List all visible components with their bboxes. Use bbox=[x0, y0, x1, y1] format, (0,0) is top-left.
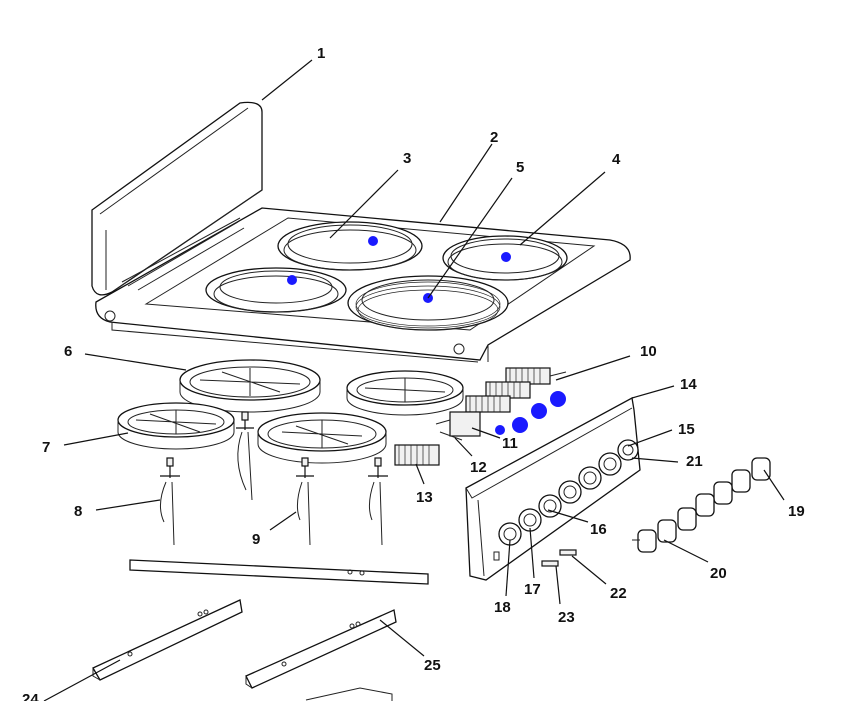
screws bbox=[541, 549, 577, 567]
fixing-springs bbox=[160, 411, 388, 546]
control-panel bbox=[465, 396, 641, 581]
callout-3: 3 bbox=[403, 150, 411, 167]
callout-18: 18 bbox=[494, 599, 511, 616]
bracket-24 bbox=[92, 599, 243, 681]
callout-6: 6 bbox=[64, 343, 72, 360]
callout-17: 17 bbox=[524, 581, 541, 598]
callout-7: 7 bbox=[42, 439, 50, 456]
callout-8: 8 bbox=[74, 503, 82, 520]
callout-15: 15 bbox=[678, 421, 695, 438]
callout-22: 22 bbox=[610, 585, 627, 602]
bracket-25 bbox=[245, 609, 397, 689]
callout-13: 13 bbox=[416, 489, 433, 506]
callout-12: 12 bbox=[470, 459, 487, 476]
callout-21: 21 bbox=[686, 453, 703, 470]
callout-4: 4 bbox=[612, 151, 621, 168]
callout-2: 2 bbox=[490, 129, 498, 146]
callout-11: 11 bbox=[502, 435, 518, 452]
callout-20: 20 bbox=[710, 565, 727, 582]
callout-16: 16 bbox=[590, 521, 607, 538]
control-knobs bbox=[632, 457, 771, 553]
callout-10: 10 bbox=[640, 343, 657, 360]
element-ring-back-right bbox=[346, 370, 464, 416]
callout-9: 9 bbox=[252, 531, 260, 548]
backguard-part bbox=[91, 101, 263, 296]
callout-5: 5 bbox=[516, 159, 524, 176]
hotplate-rear-left bbox=[277, 221, 423, 271]
callout-labels: 1 2 3 4 5 6 7 8 9 10 11 12 13 14 15 16 1… bbox=[22, 45, 805, 701]
bottom-panel-edge bbox=[305, 687, 393, 701]
element-ring-6 bbox=[179, 359, 321, 413]
energy-regulators bbox=[394, 367, 567, 466]
leader-lines bbox=[43, 59, 785, 701]
hotplate-front-left bbox=[205, 267, 347, 313]
callout-24: 24 bbox=[22, 691, 39, 701]
support-bar bbox=[129, 559, 429, 585]
element-ring-front-right bbox=[257, 412, 387, 464]
callout-25: 25 bbox=[424, 657, 441, 674]
element-ring-7 bbox=[117, 402, 235, 450]
callout-23: 23 bbox=[558, 609, 575, 626]
callout-19: 19 bbox=[788, 503, 805, 520]
callout-14: 14 bbox=[680, 376, 697, 393]
callout-1: 1 bbox=[317, 45, 325, 62]
